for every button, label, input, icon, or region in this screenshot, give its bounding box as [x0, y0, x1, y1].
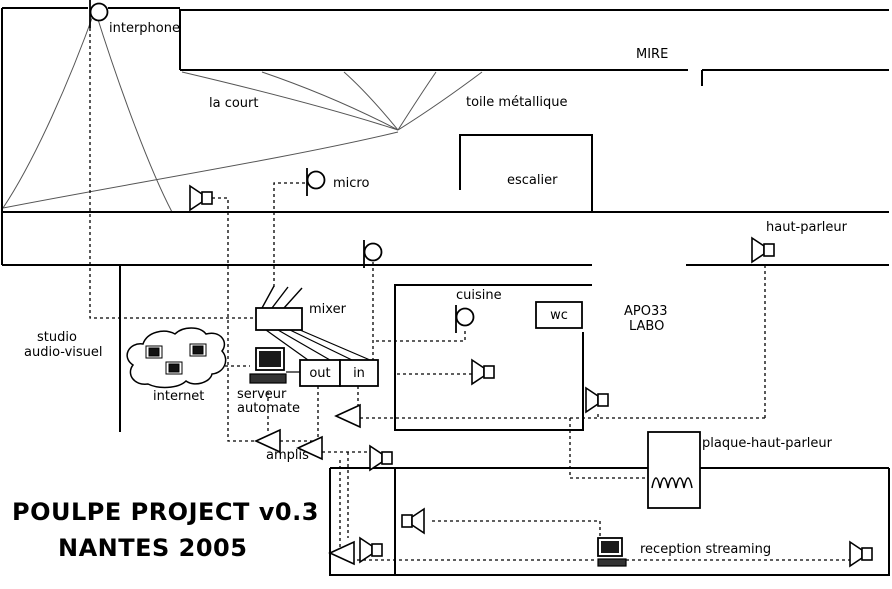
- amplifier-icon-4: [329, 541, 355, 565]
- cables: [89, 28, 850, 561]
- mixer-icon: [255, 285, 371, 373]
- wall-top-left: [1, 7, 180, 265]
- amp-speaker-icon: [369, 445, 393, 471]
- plaque-haut-parleur-box: [647, 431, 701, 509]
- reception-computer-icon: [597, 537, 627, 567]
- cable-interphone: [89, 28, 254, 319]
- internet-cloud-icon: [126, 327, 227, 389]
- label-apo33: APO33: [624, 304, 668, 319]
- micro-mic-icon: [306, 167, 326, 197]
- label-toile-metallique: toile métallique: [466, 95, 568, 110]
- room-speaker2-icon: [585, 387, 609, 413]
- label-mixer: mixer: [309, 302, 346, 317]
- project-title-line1: POULPE PROJECT v0.3: [12, 498, 319, 526]
- cable-court-speaker: [212, 197, 256, 442]
- label-haut-parleur: haut-parleur: [766, 220, 847, 235]
- server-computer-icon: [249, 347, 287, 384]
- label-reception-streaming: reception streaming: [640, 542, 772, 557]
- cable-box-speaker: [432, 520, 601, 538]
- label-mire: MIRE: [636, 47, 669, 62]
- walls: [1, 7, 890, 576]
- label-serveur-line2: automate: [237, 401, 300, 416]
- cable-cuisine-mic: [374, 331, 466, 342]
- label-studio-line1: studio: [37, 330, 77, 345]
- cable-to-plaque: [569, 418, 648, 479]
- label-plaque-haut-parleur: plaque-haut-parleur: [702, 436, 832, 451]
- court-speaker-icon: [189, 185, 213, 211]
- courtyard-curves: [2, 9, 483, 213]
- label-amplis: amplis: [266, 448, 309, 463]
- amplifier-icon-1: [335, 404, 361, 428]
- label-la-court: la court: [209, 96, 259, 111]
- out-box: [299, 359, 341, 387]
- label-cuisine: cuisine: [456, 288, 502, 303]
- label-internet: internet: [153, 389, 205, 404]
- bottom-room-speaker-icon: [401, 508, 425, 534]
- label-wc: wc: [550, 307, 568, 323]
- in-box: [339, 359, 379, 387]
- room-speaker1-icon: [471, 359, 495, 385]
- label-labo: LABO: [629, 319, 665, 334]
- bottom-left-speaker-icon: [359, 537, 383, 563]
- wall-mire-strip: [179, 9, 889, 86]
- interphone-mic-icon: [89, 0, 109, 29]
- coil-icon: [651, 477, 693, 489]
- label-interphone: interphone: [109, 21, 180, 36]
- bottom-right-speaker-icon: [849, 541, 873, 567]
- label-micro: micro: [333, 176, 370, 191]
- wall-cuisine: [394, 284, 592, 431]
- label-in: in: [353, 365, 365, 381]
- label-escalier: escalier: [507, 173, 558, 188]
- label-studio-line2: audio-visuel: [24, 345, 103, 360]
- project-title-line2: NANTES 2005: [58, 534, 248, 562]
- label-serveur-line1: serveur: [237, 387, 287, 402]
- cuisine-mic-icon: [455, 304, 475, 334]
- wall-bottom-room: [329, 467, 890, 576]
- cable-micro: [273, 182, 305, 290]
- wc-box: [535, 301, 583, 329]
- haut-parleur-speaker-icon: [751, 237, 775, 263]
- label-out: out: [309, 365, 331, 381]
- wall-escalier: [459, 134, 593, 212]
